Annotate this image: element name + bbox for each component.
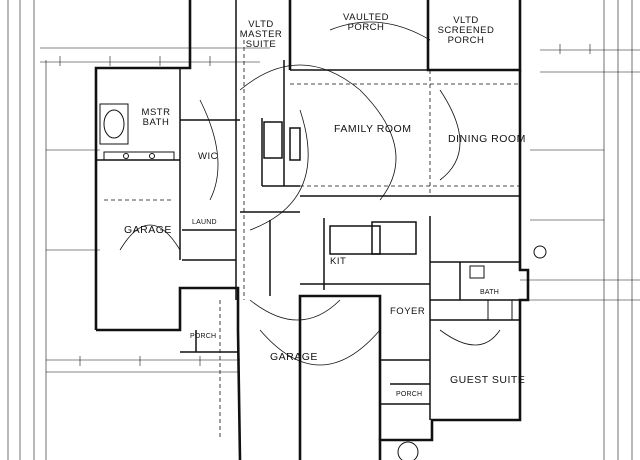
room-foyer: FOYER <box>390 306 426 317</box>
vltd-master-line2: MASTER <box>239 29 283 40</box>
vaulted-porch-line1: VAULTED <box>343 12 389 23</box>
fixture-symbol-icon <box>533 245 547 259</box>
mstr-bath-line2: BATH <box>142 117 170 128</box>
vltd-screened-line1: VLTD <box>453 15 479 26</box>
bath-fixtures <box>99 103 513 321</box>
room-mstr-bath: MSTR BATH <box>140 108 172 128</box>
dimension-ticks <box>59 44 591 366</box>
exterior-walls <box>94 0 530 460</box>
vltd-screened-line3: PORCH <box>447 35 485 46</box>
vltd-master-line1: VLTD <box>248 19 274 30</box>
room-family-room: FAMILY ROOM <box>334 123 412 135</box>
room-laund: LAUND <box>192 219 217 226</box>
room-garage-left: GARAGE <box>124 224 172 236</box>
north-arrow-icon <box>397 441 419 460</box>
room-vltd-master-suite: VLTD MASTER SUITE <box>236 20 286 50</box>
room-vaulted-porch: VAULTED PORCH <box>336 13 396 33</box>
room-bath: BATH <box>480 289 499 296</box>
electrical-circuit-arcs <box>119 21 501 366</box>
room-porch-bottom: PORCH <box>396 391 423 398</box>
room-dining-room: DINING ROOM <box>448 133 526 145</box>
vltd-master-line3: SUITE <box>245 39 277 50</box>
mstr-bath-line1: MSTR <box>141 107 171 118</box>
interior-walls <box>96 0 520 420</box>
room-garage-bottom: GARAGE <box>270 351 318 363</box>
room-porch-left: PORCH <box>190 333 217 340</box>
room-guest-suite: GUEST SUITE <box>450 374 526 386</box>
room-vltd-screened-porch: VLTD SCREENED PORCH <box>436 16 496 46</box>
dashed-beams <box>104 40 520 440</box>
room-wic: WIC <box>198 151 218 162</box>
vltd-screened-line2: SCREENED <box>437 25 495 36</box>
vaulted-porch-line2: PORCH <box>347 22 385 33</box>
room-kit: KIT <box>330 256 347 267</box>
dimension-lines <box>7 0 640 460</box>
